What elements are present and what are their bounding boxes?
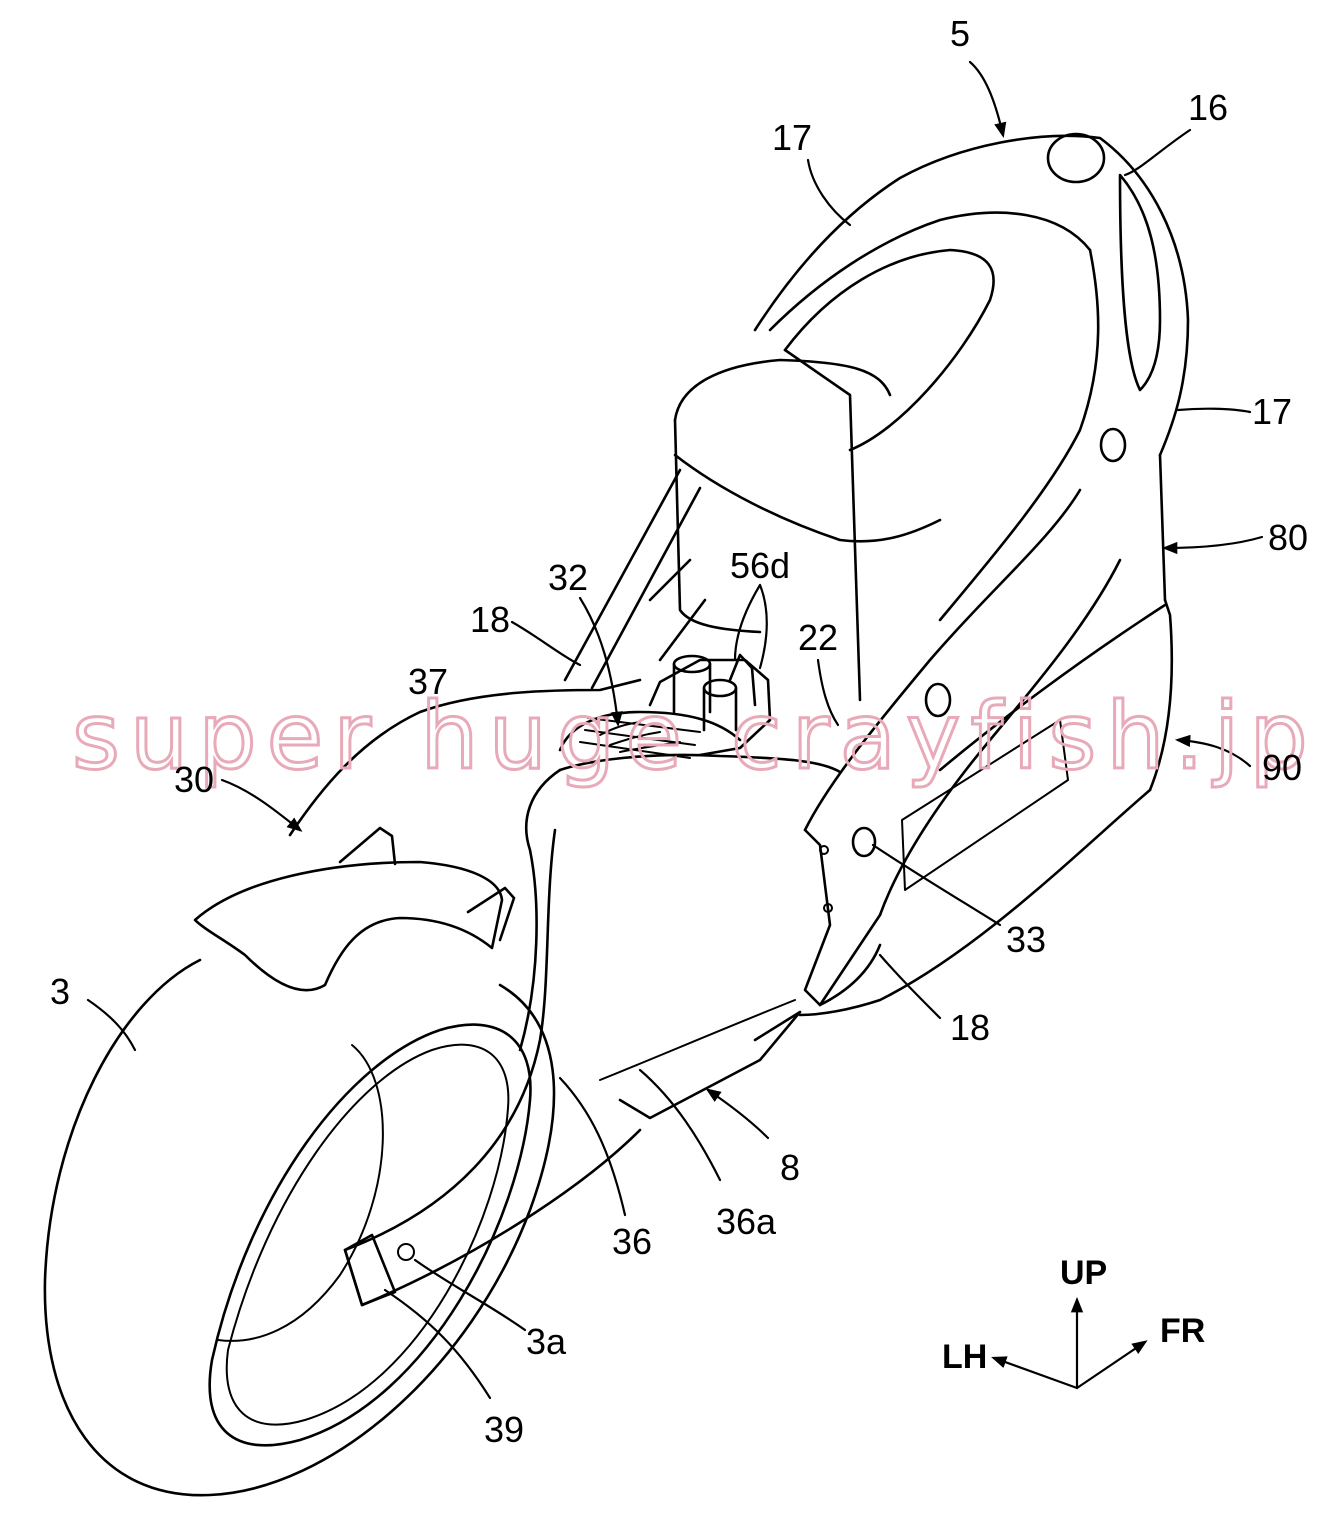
label-22: 22 bbox=[798, 617, 838, 658]
direction-left-label: LH bbox=[942, 1338, 987, 1376]
upper-tank bbox=[673, 132, 1190, 702]
rear-wheel bbox=[43, 958, 556, 1497]
label-80: 80 bbox=[1268, 517, 1308, 558]
watermark: super huge crayfish.jp bbox=[72, 683, 1318, 790]
rear-fender bbox=[193, 826, 516, 992]
label-33: 33 bbox=[1006, 919, 1046, 960]
label-3: 3 bbox=[50, 971, 70, 1012]
label-17-right: 17 bbox=[1252, 391, 1292, 432]
reference-labels: 5 16 17 17 80 90 56d 32 18 22 37 30 33 1… bbox=[50, 13, 1308, 1450]
label-8: 8 bbox=[780, 1147, 800, 1188]
label-16: 16 bbox=[1188, 87, 1228, 128]
label-36a: 36a bbox=[716, 1201, 777, 1242]
label-17-top: 17 bbox=[772, 117, 812, 158]
swing-arm bbox=[288, 678, 842, 1307]
label-5: 5 bbox=[950, 13, 970, 54]
label-32: 32 bbox=[548, 557, 588, 598]
label-30: 30 bbox=[174, 759, 214, 800]
label-39: 39 bbox=[484, 1409, 524, 1450]
direction-indicator: UP FR LH bbox=[942, 1254, 1205, 1390]
label-3a: 3a bbox=[526, 1321, 567, 1362]
label-56d: 56d bbox=[730, 545, 790, 586]
label-90: 90 bbox=[1262, 747, 1302, 788]
direction-up-label: UP bbox=[1060, 1254, 1107, 1292]
rear-shock bbox=[558, 653, 772, 759]
label-36: 36 bbox=[612, 1221, 652, 1262]
direction-front-label: FR bbox=[1160, 1312, 1205, 1350]
label-18-top: 18 bbox=[470, 599, 510, 640]
rear-cowling bbox=[798, 453, 1174, 1017]
main-frame bbox=[563, 468, 1122, 1007]
leader-lines bbox=[86, 60, 1264, 1400]
label-18-bottom: 18 bbox=[950, 1007, 990, 1048]
label-37: 37 bbox=[408, 661, 448, 702]
